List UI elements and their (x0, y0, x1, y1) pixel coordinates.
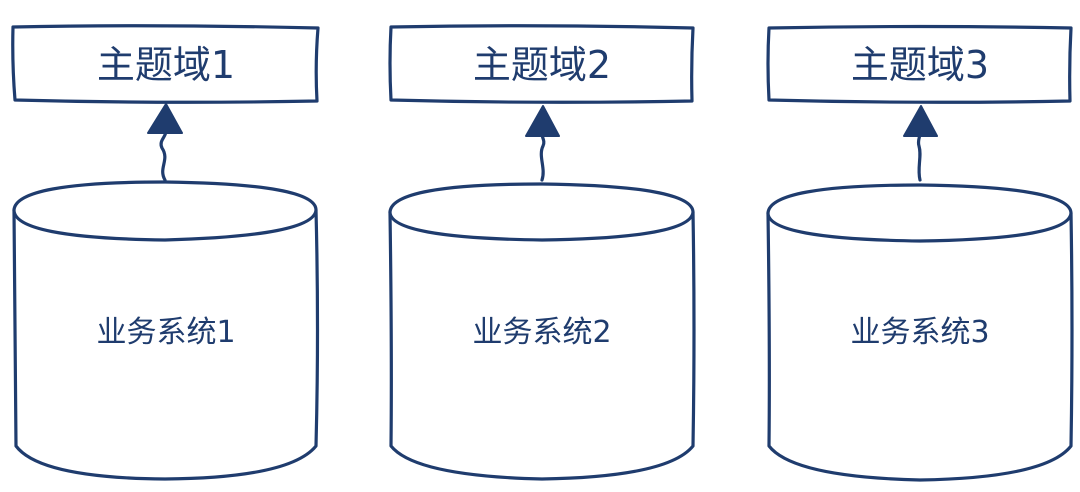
subject-domain-label-1: 主题域1 (97, 43, 235, 87)
diagram-column-3: 主题域3 业务系统3 (766, 24, 1074, 482)
subject-domain-box-2: 主题域2 (388, 24, 695, 104)
business-system-label-1: 业务系统1 (96, 315, 235, 350)
subject-domain-box-1: 主题域1 (11, 24, 320, 104)
arrow-1 (147, 103, 183, 182)
subject-domain-label-2: 主题域2 (473, 43, 611, 87)
business-system-cylinder-3: 业务系统3 (766, 183, 1074, 482)
subject-domain-box-3: 主题域3 (766, 24, 1073, 104)
business-system-cylinder-1: 业务系统1 (12, 180, 320, 481)
arrow-3 (903, 105, 938, 182)
diagram-column-2: 主题域2 业务系统2 (388, 24, 696, 481)
business-system-cylinder-2: 业务系统2 (388, 182, 696, 481)
arrow-2 (525, 105, 560, 182)
business-system-label-2: 业务系统2 (472, 315, 611, 350)
business-system-label-3: 业务系统3 (850, 315, 989, 350)
subject-domain-label-3: 主题域3 (851, 43, 989, 87)
diagram-column-1: 主题域1 业务系统1 (11, 24, 320, 481)
